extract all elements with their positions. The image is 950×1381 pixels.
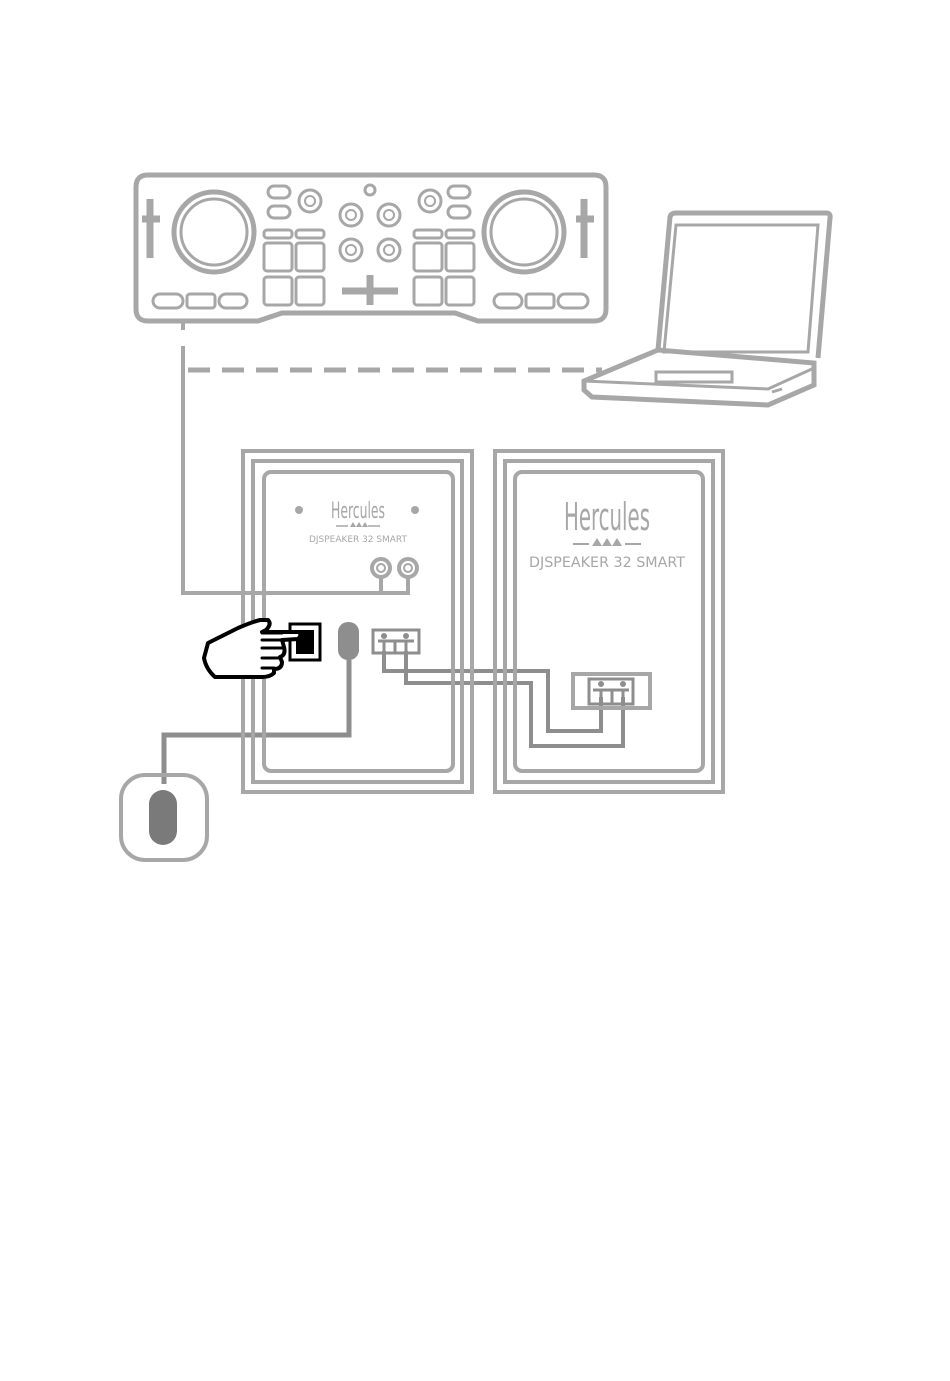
dj-controller-icon (136, 175, 606, 330)
speaker-right-logo-mark (573, 538, 641, 546)
power-adapter-icon (121, 775, 207, 860)
laptop-icon (584, 213, 830, 405)
speaker-left-brand: Hercules (331, 499, 385, 524)
speaker-right-model: DJSPEAKER 32 SMART (529, 555, 685, 571)
pointing-hand-icon (204, 620, 301, 677)
speaker-left-model: DJSPEAKER 32 SMART (309, 535, 407, 545)
speaker-right-brand: Hercules (564, 495, 650, 539)
rca-cable (183, 346, 408, 593)
